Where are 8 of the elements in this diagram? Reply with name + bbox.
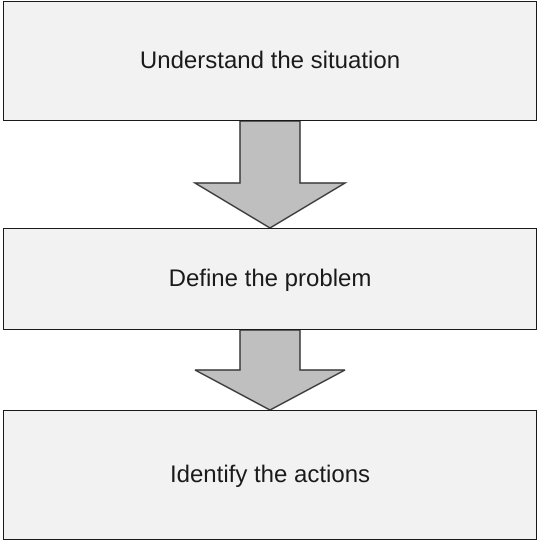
block-arrow [192,120,348,229]
process-box [3,410,537,540]
process-box [3,1,537,121]
step-label: Identify the actions [170,461,370,489]
process-box [3,228,537,330]
step-label: Define the problem [168,265,372,293]
block-arrow [194,329,346,411]
step-label: Understand the situation [140,47,400,75]
